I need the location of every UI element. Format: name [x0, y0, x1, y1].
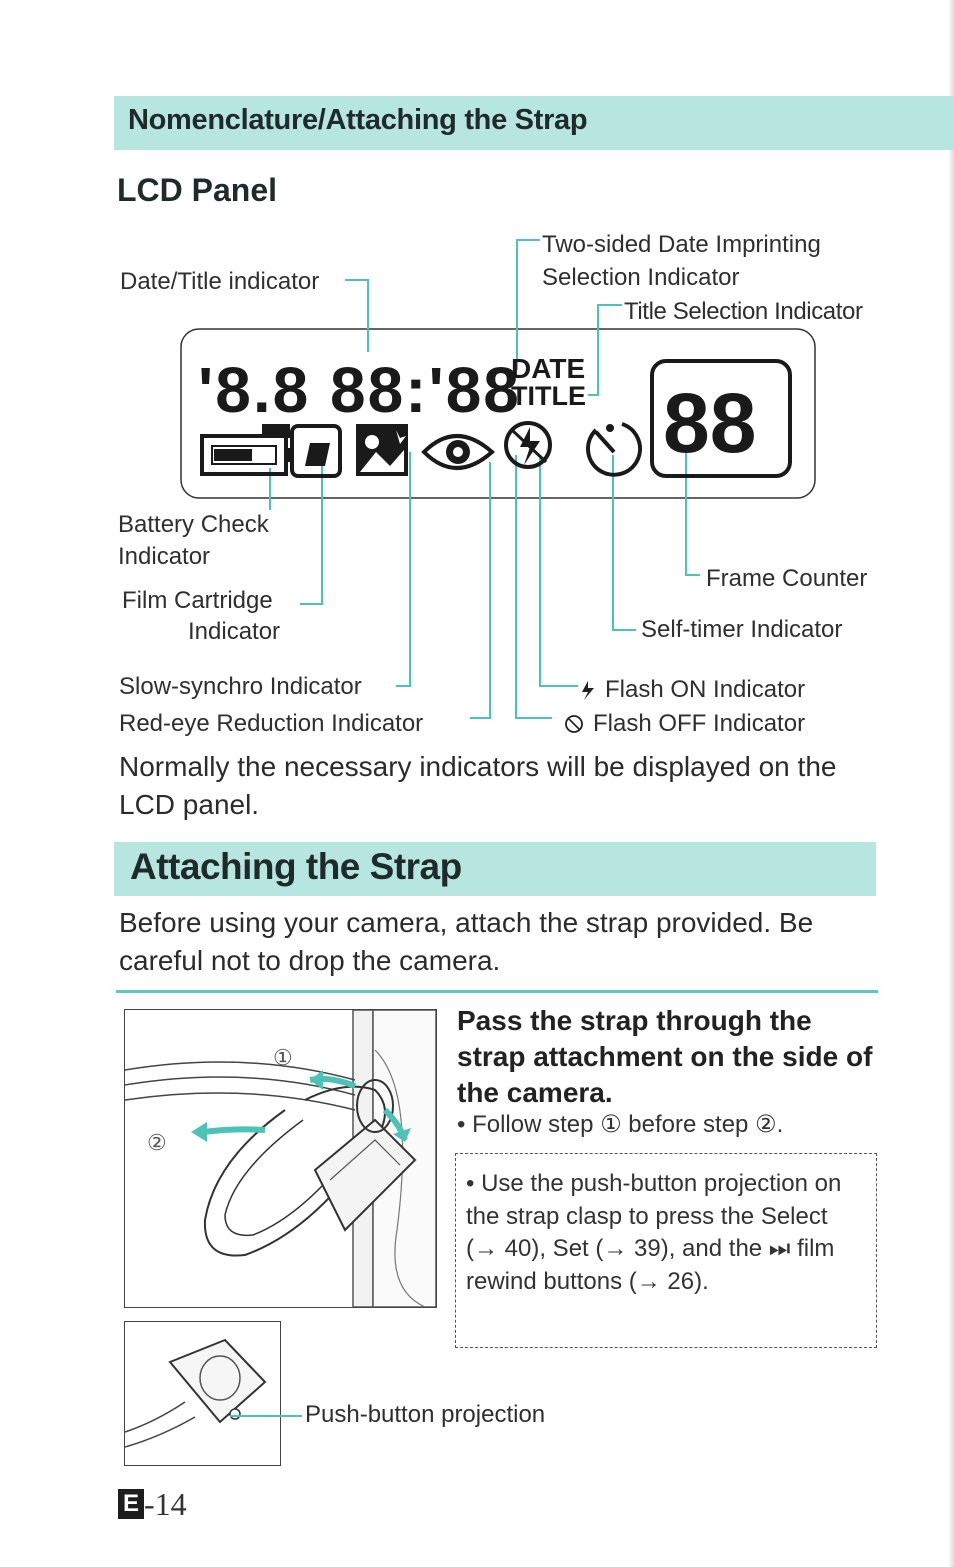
leader-red-eye [470, 462, 491, 719]
self-timer-icon [586, 422, 642, 477]
push-button-label: Push-button projection [305, 1401, 546, 1428]
strap-heading: Attaching the Strap [130, 846, 462, 887]
label-flash-off: Flash OFF Indicator [593, 710, 806, 737]
leader-two-sided [516, 239, 540, 370]
lcd-note: Normally the necessary indicators will b… [119, 751, 837, 820]
battery-icon [200, 424, 294, 476]
label-slow-synchro: Slow-synchro Indicator [119, 673, 362, 700]
step-title: Pass the strap through the strap attachm… [457, 1005, 873, 1108]
step-note: • Follow step ① before step ②. [457, 1111, 784, 1138]
strap-figure: ① ② [124, 1009, 437, 1308]
page-badge: E [118, 1489, 144, 1519]
leader-frame-counter [685, 452, 700, 576]
label-battery-1: Battery Check [118, 511, 269, 538]
leader-flash-on [539, 455, 578, 687]
lcd-date-digits: '8.8 88:'88 [198, 354, 521, 426]
red-eye-icon [421, 434, 496, 470]
label-red-eye: Red-eye Reduction Indicator [119, 710, 424, 737]
frame-counter-box [650, 359, 792, 478]
label-battery-2: Indicator [118, 543, 211, 570]
tip-box [455, 1153, 877, 1348]
leader-film [300, 455, 323, 605]
label-flash-on: Flash ON Indicator [605, 676, 806, 703]
section-header: Nomenclature/Attaching the Strap [128, 104, 588, 136]
frame-counter-digits: 88 [663, 376, 756, 470]
film-cartridge-icon [290, 424, 342, 478]
section-header-band [114, 96, 954, 150]
leader-title-selection [588, 304, 622, 396]
leader-self-timer [612, 455, 636, 631]
slow-synchro-icon [356, 424, 408, 476]
flash-on-symbol-icon [582, 681, 594, 700]
label-date-title: Date/Title indicator [120, 268, 320, 295]
label-two-sided-2: Selection Indicator [542, 264, 740, 291]
lcd-outline [180, 328, 816, 499]
lcd-diagram: '8.8 88:'88 DATE TITLE 88 [180, 239, 816, 733]
push-button-figure [124, 1321, 281, 1466]
leader-date-title [345, 279, 369, 352]
strap-intro: Before using your camera, attach the str… [119, 907, 814, 976]
label-frame-counter: Frame Counter [706, 565, 868, 592]
figure-step-2: ② [147, 1130, 167, 1155]
tip-text: • Use the push-button projection on the … [466, 1170, 842, 1295]
push-button-leader [230, 1415, 302, 1417]
lcd-date-word: DATE [511, 353, 585, 384]
flash-off-symbol-icon [565, 715, 583, 733]
section-rule [116, 990, 878, 993]
label-film-2: Indicator [188, 618, 281, 645]
label-film-1: Film Cartridge [122, 587, 273, 614]
label-self-timer: Self-timer Indicator [641, 616, 843, 643]
lcd-title-word: TITLE [511, 381, 586, 411]
label-two-sided-1: Two-sided Date Imprinting [542, 231, 821, 258]
leader-slow-synchro [396, 452, 411, 687]
label-title-selection: Title Selection Indicator [624, 298, 863, 325]
figure-step-1: ① [273, 1045, 293, 1070]
page-number-text: -14 [144, 1486, 187, 1522]
lcd-panel-heading: LCD Panel [117, 172, 278, 208]
strap-header-band [114, 842, 876, 896]
leader-flash-off [515, 455, 552, 719]
page-number: E-14 [118, 1486, 187, 1523]
page-edge-shadow [948, 0, 954, 1567]
strap-illustration: ① ② [124, 1009, 437, 1308]
flash-off-icon [504, 421, 552, 469]
clasp-illustration [124, 1338, 267, 1448]
